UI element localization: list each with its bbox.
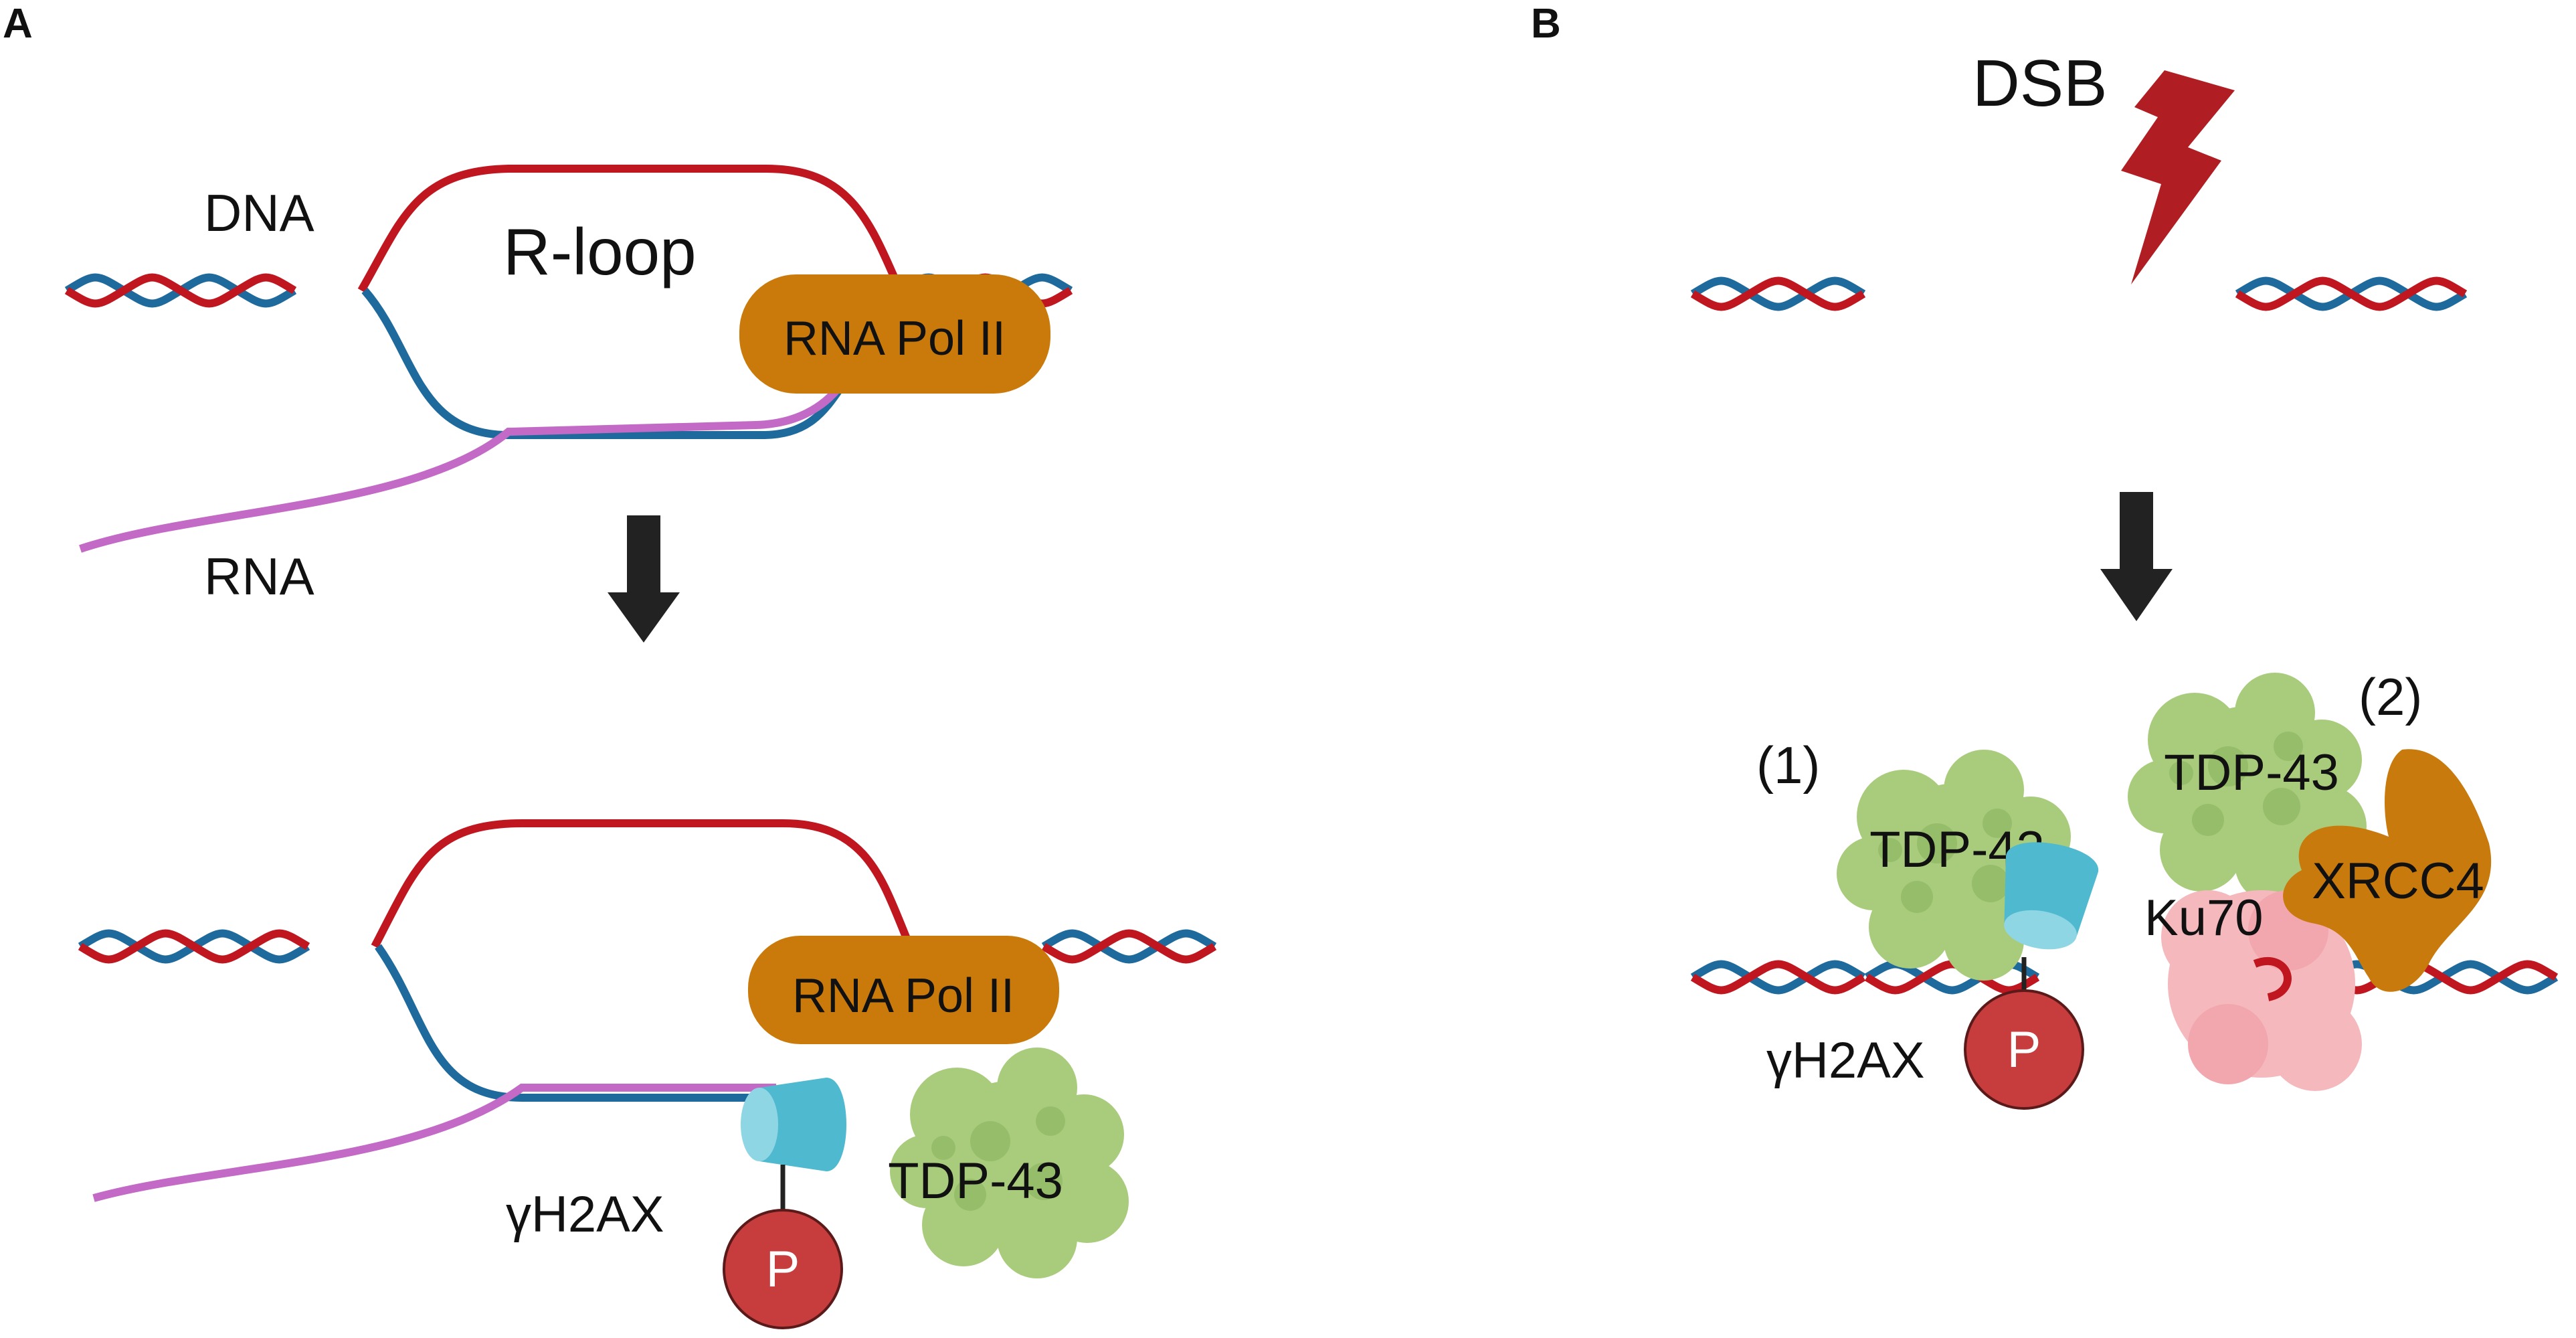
dna-helix-left xyxy=(67,278,294,304)
panel-b: B DSB (1) TDP-43 P xyxy=(1531,1,2556,1110)
down-arrow-icon xyxy=(608,515,680,643)
panel-a-bottom-diagram: RNA Pol II TDP-43 P γH2AX xyxy=(80,819,1214,1329)
dna-red-strand-loop xyxy=(357,165,904,292)
dna-helix-right-bottom xyxy=(1044,934,1214,960)
ku70-protein xyxy=(2161,890,2362,1091)
dna-helix-left-b xyxy=(1693,965,1863,991)
dna-helix-broken-left xyxy=(1693,281,1863,307)
panel-b-top-diagram: DSB xyxy=(1693,46,2465,307)
group-1-label: (1) xyxy=(1756,736,1820,795)
dna-helix-broken-right xyxy=(2237,281,2465,307)
phosphate-label-b: P xyxy=(2007,1021,2041,1078)
rna-strand-bottom xyxy=(92,1084,776,1202)
dna-red-strand-loop-bottom xyxy=(371,819,914,948)
dna-blue-strand-loop xyxy=(361,288,853,439)
phosphate-circle-b xyxy=(1964,989,2084,1110)
panel-b-letter: B xyxy=(1531,1,1561,47)
phosphate-circle xyxy=(723,1209,843,1329)
dna-helix-right-b xyxy=(2328,965,2556,991)
xrcc4-label: XRCC4 xyxy=(2312,853,2484,910)
rna-pol-ii-block xyxy=(739,274,1050,394)
xrcc4-protein xyxy=(2283,749,2492,992)
h2ax-barrel xyxy=(741,1078,846,1171)
panel-a-letter: A xyxy=(3,1,33,47)
group-2-label: (2) xyxy=(2359,667,2422,726)
panel-b-bottom-diagram: (1) TDP-43 P γH2AX (2) TDP-43 xyxy=(1693,667,2556,1110)
rna-label: RNA xyxy=(204,547,314,606)
panel-a-top-diagram: RNA Pol II DNA R-loop RNA xyxy=(67,165,1071,606)
h2ax-label-b: γH2AX xyxy=(1766,1032,1925,1089)
down-arrow-icon xyxy=(2100,492,2173,621)
dna-helix-left-bottom xyxy=(80,934,308,960)
panel-a: A RNA Pol II DNA R-loop RNA xyxy=(3,1,1214,1329)
ku70-label: Ku70 xyxy=(2144,890,2264,946)
rna-pol-ii-block-bottom xyxy=(748,936,1059,1044)
rna-strand xyxy=(79,379,846,553)
rloop-label: R-loop xyxy=(503,215,697,288)
dna-label: DNA xyxy=(204,183,314,242)
dna-blue-strand-loop-bottom xyxy=(375,944,776,1102)
tdp43-label-2: TDP-43 xyxy=(2164,744,2339,801)
tdp43-label: TDP-43 xyxy=(888,1153,1063,1209)
dsb-label: DSB xyxy=(1972,46,2108,120)
rna-pol-ii-label-bottom: RNA Pol II xyxy=(792,969,1014,1023)
h2ax-label: γH2AX xyxy=(506,1186,664,1243)
rna-pol-ii-label: RNA Pol II xyxy=(784,312,1006,365)
lightning-bolt-icon xyxy=(2121,70,2235,284)
phosphate-label: P xyxy=(766,1241,800,1298)
